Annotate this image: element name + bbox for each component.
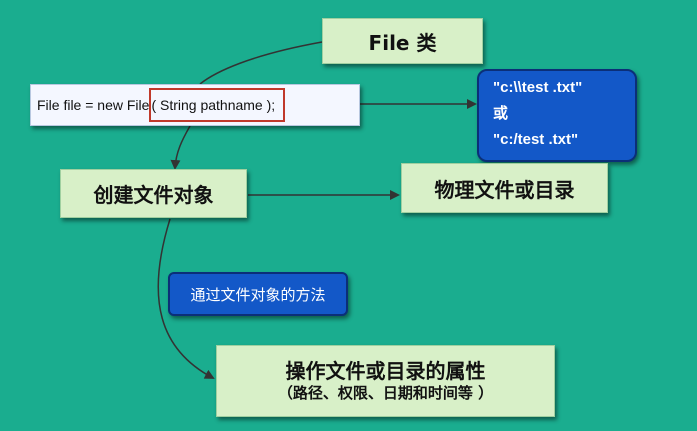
physical-target-label: 物理文件或目录 [434,177,575,202]
path-example-or: 或 [493,105,509,122]
file-class-title-text: File 类 [368,30,437,55]
physical-target-box: 物理文件或目录 [401,163,608,213]
method-label-box: 通过文件对象的方法 [168,272,348,316]
create-object-box: 创建文件对象 [60,169,247,218]
path-examples-box: "c:\\test .txt" 或 "c:/test .txt" [477,69,637,162]
operations-sub-label: （路径、权限、日期和时间等 ） [277,384,494,403]
pathname-parameter-highlight: ( String pathname ); [149,88,286,122]
create-object-label: 创建文件对象 [93,183,214,207]
constructor-code: File file = new File( String pathname ); [30,84,360,126]
file-class-title: File 类 [322,18,483,64]
operations-main-label: 操作文件或目录的属性 [285,359,486,384]
code-to-create-arrow [170,125,191,170]
path-example-slash: "c:/test .txt" [493,131,579,148]
path-example-backslash: "c:\\test .txt" [493,79,583,96]
constructor-prefix: File file = new File [37,97,150,113]
title-to-code-curve [199,41,323,85]
method-label: 通过文件对象的方法 [190,285,326,304]
operations-box: 操作文件或目录的属性 （路径、权限、日期和时间等 ） [216,345,555,417]
